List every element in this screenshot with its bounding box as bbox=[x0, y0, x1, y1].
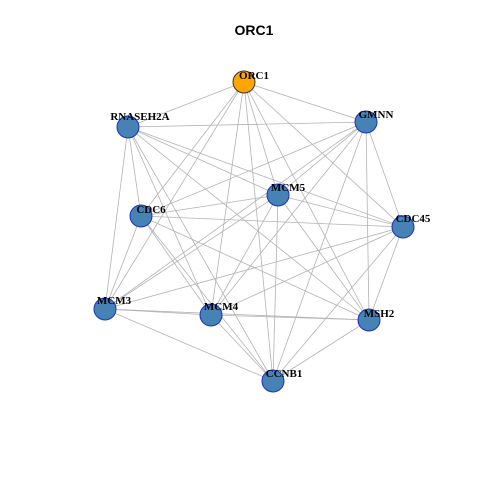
edge-mcm3-msh2 bbox=[104, 308, 370, 321]
edge-orc1-msh2 bbox=[243, 81, 370, 321]
nodes-layer bbox=[93, 70, 415, 393]
node-label-mcm5: MCM5 bbox=[271, 182, 306, 194]
edge-mcm5-cdc6 bbox=[140, 194, 279, 217]
edge-mcm4-ccnb1 bbox=[210, 314, 274, 382]
edge-orc1-mcm3 bbox=[104, 81, 245, 310]
edge-cdc6-mcm4 bbox=[140, 215, 212, 316]
edge-msh2-ccnb1 bbox=[272, 319, 370, 382]
node-label-mcm4: MCM4 bbox=[204, 301, 239, 313]
node-cdc6[interactable] bbox=[129, 204, 153, 228]
edge-orc1-mcm5 bbox=[243, 81, 279, 196]
node-rnaseh2a[interactable] bbox=[116, 115, 140, 139]
edge-rnaseh2a-gmnn bbox=[127, 121, 367, 128]
edge-mcm5-msh2 bbox=[277, 194, 370, 321]
node-label-gmnn: GMNN bbox=[359, 109, 394, 121]
node-label-mcm3: MCM3 bbox=[97, 295, 132, 307]
edge-cdc45-ccnb1 bbox=[272, 226, 404, 382]
edge-cdc45-mcm3 bbox=[104, 226, 404, 310]
node-mcm3[interactable] bbox=[93, 297, 117, 321]
edge-mcm5-mcm4 bbox=[210, 194, 279, 316]
edge-orc1-gmnn bbox=[243, 81, 367, 123]
edge-cdc6-cdc45 bbox=[140, 215, 404, 228]
node-msh2[interactable] bbox=[357, 308, 381, 332]
node-gmnn[interactable] bbox=[354, 110, 378, 134]
edge-gmnn-msh2 bbox=[365, 121, 370, 321]
edge-mcm5-mcm3 bbox=[104, 194, 279, 310]
edge-orc1-rnaseh2a bbox=[127, 81, 245, 128]
edge-mcm5-cdc45 bbox=[277, 194, 404, 228]
edge-cdc6-ccnb1 bbox=[140, 215, 274, 382]
edge-gmnn-mcm3 bbox=[104, 121, 367, 310]
edge-gmnn-mcm5 bbox=[277, 121, 367, 196]
graph-title: ORC1 bbox=[235, 22, 274, 38]
edge-gmnn-cdc6 bbox=[140, 121, 367, 217]
node-label-cdc6: CDC6 bbox=[136, 204, 166, 216]
edge-rnaseh2a-mcm3 bbox=[104, 126, 129, 310]
edge-mcm4-msh2 bbox=[210, 314, 370, 321]
node-label-msh2: MSH2 bbox=[364, 308, 395, 320]
edge-cdc6-mcm3 bbox=[104, 215, 142, 310]
edge-rnaseh2a-cdc6 bbox=[127, 126, 142, 217]
edge-cdc45-mcm4 bbox=[210, 226, 404, 316]
node-mcm5[interactable] bbox=[266, 183, 290, 207]
edge-rnaseh2a-cdc45 bbox=[127, 126, 404, 228]
edge-cdc45-msh2 bbox=[368, 226, 404, 321]
edge-orc1-mcm4 bbox=[210, 81, 245, 316]
edge-orc1-cdc45 bbox=[243, 81, 404, 228]
edge-orc1-cdc6 bbox=[140, 81, 245, 217]
node-cdc45[interactable] bbox=[391, 215, 415, 239]
edge-mcm5-ccnb1 bbox=[272, 194, 279, 382]
node-label-cdc45: CDC45 bbox=[396, 213, 431, 225]
node-ccnb1[interactable] bbox=[261, 369, 285, 393]
node-mcm4[interactable] bbox=[199, 303, 223, 327]
node-label-rnaseh2a: RNASEH2A bbox=[110, 111, 169, 123]
edge-rnaseh2a-ccnb1 bbox=[127, 126, 274, 382]
edges-layer bbox=[104, 81, 404, 382]
edge-rnaseh2a-mcm5 bbox=[127, 126, 279, 196]
edge-mcm3-ccnb1 bbox=[104, 308, 274, 382]
edge-gmnn-cdc45 bbox=[365, 121, 404, 228]
node-label-orc1: ORC1 bbox=[239, 70, 269, 82]
edge-gmnn-mcm4 bbox=[210, 121, 367, 316]
node-orc1[interactable] bbox=[232, 70, 256, 94]
edge-rnaseh2a-msh2 bbox=[127, 126, 370, 321]
node-label-ccnb1: CCNB1 bbox=[266, 368, 303, 380]
